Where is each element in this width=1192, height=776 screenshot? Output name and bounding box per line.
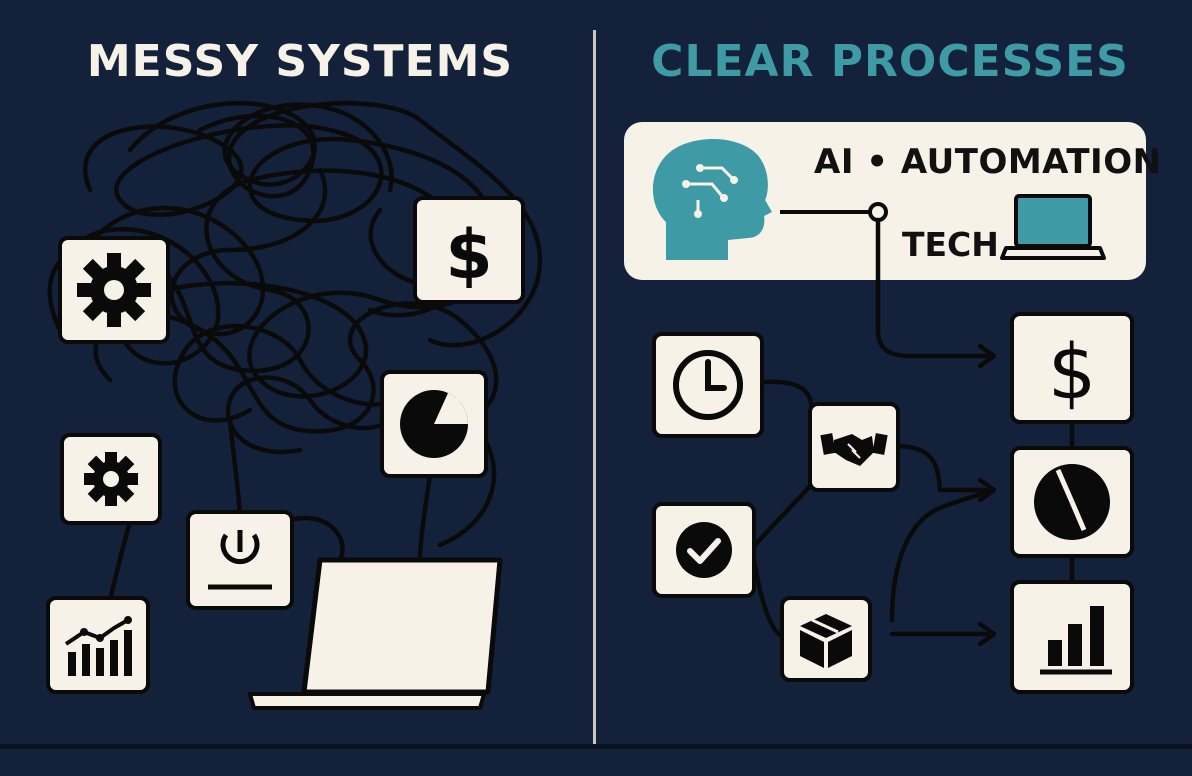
pie-chart-icon: [1010, 446, 1134, 558]
line-chart-icon: [46, 596, 150, 694]
right-icon-cards: $: [652, 312, 1134, 694]
svg-text:$: $: [445, 216, 492, 295]
flow-connectors: [749, 217, 1075, 639]
panel-divider: [593, 30, 596, 745]
checkmark-icon: [652, 502, 756, 598]
banner-tech-label: TECH: [902, 225, 999, 264]
ai-head-icon: [652, 138, 772, 260]
package-icon: [780, 596, 872, 682]
bottom-rule: [0, 744, 1192, 749]
gear-icon: [60, 433, 162, 525]
gear-icon: [58, 236, 170, 344]
bar-chart-icon: [1010, 580, 1134, 694]
dollar-icon: $: [413, 196, 525, 304]
left-icon-cards: $: [46, 196, 525, 710]
tangled-lines: [47, 100, 543, 603]
dollar-icon: $: [1010, 312, 1134, 424]
banner-node: [868, 202, 888, 222]
power-icon: [186, 510, 294, 610]
clear-processes-title: CLEAR PROCESSES: [651, 36, 1129, 87]
banner-ai-automation-label: AI • AUTOMATION: [814, 142, 1162, 182]
laptop-icon: [248, 557, 503, 710]
pie-chart-icon: [380, 370, 488, 478]
messy-systems-title: MESSY SYSTEMS: [86, 36, 514, 87]
clock-icon: [652, 332, 764, 438]
handshake-icon: [808, 402, 900, 492]
flow-arrowheads: [977, 343, 997, 647]
laptop-icon: [1000, 194, 1106, 260]
svg-text:$: $: [1048, 327, 1096, 416]
